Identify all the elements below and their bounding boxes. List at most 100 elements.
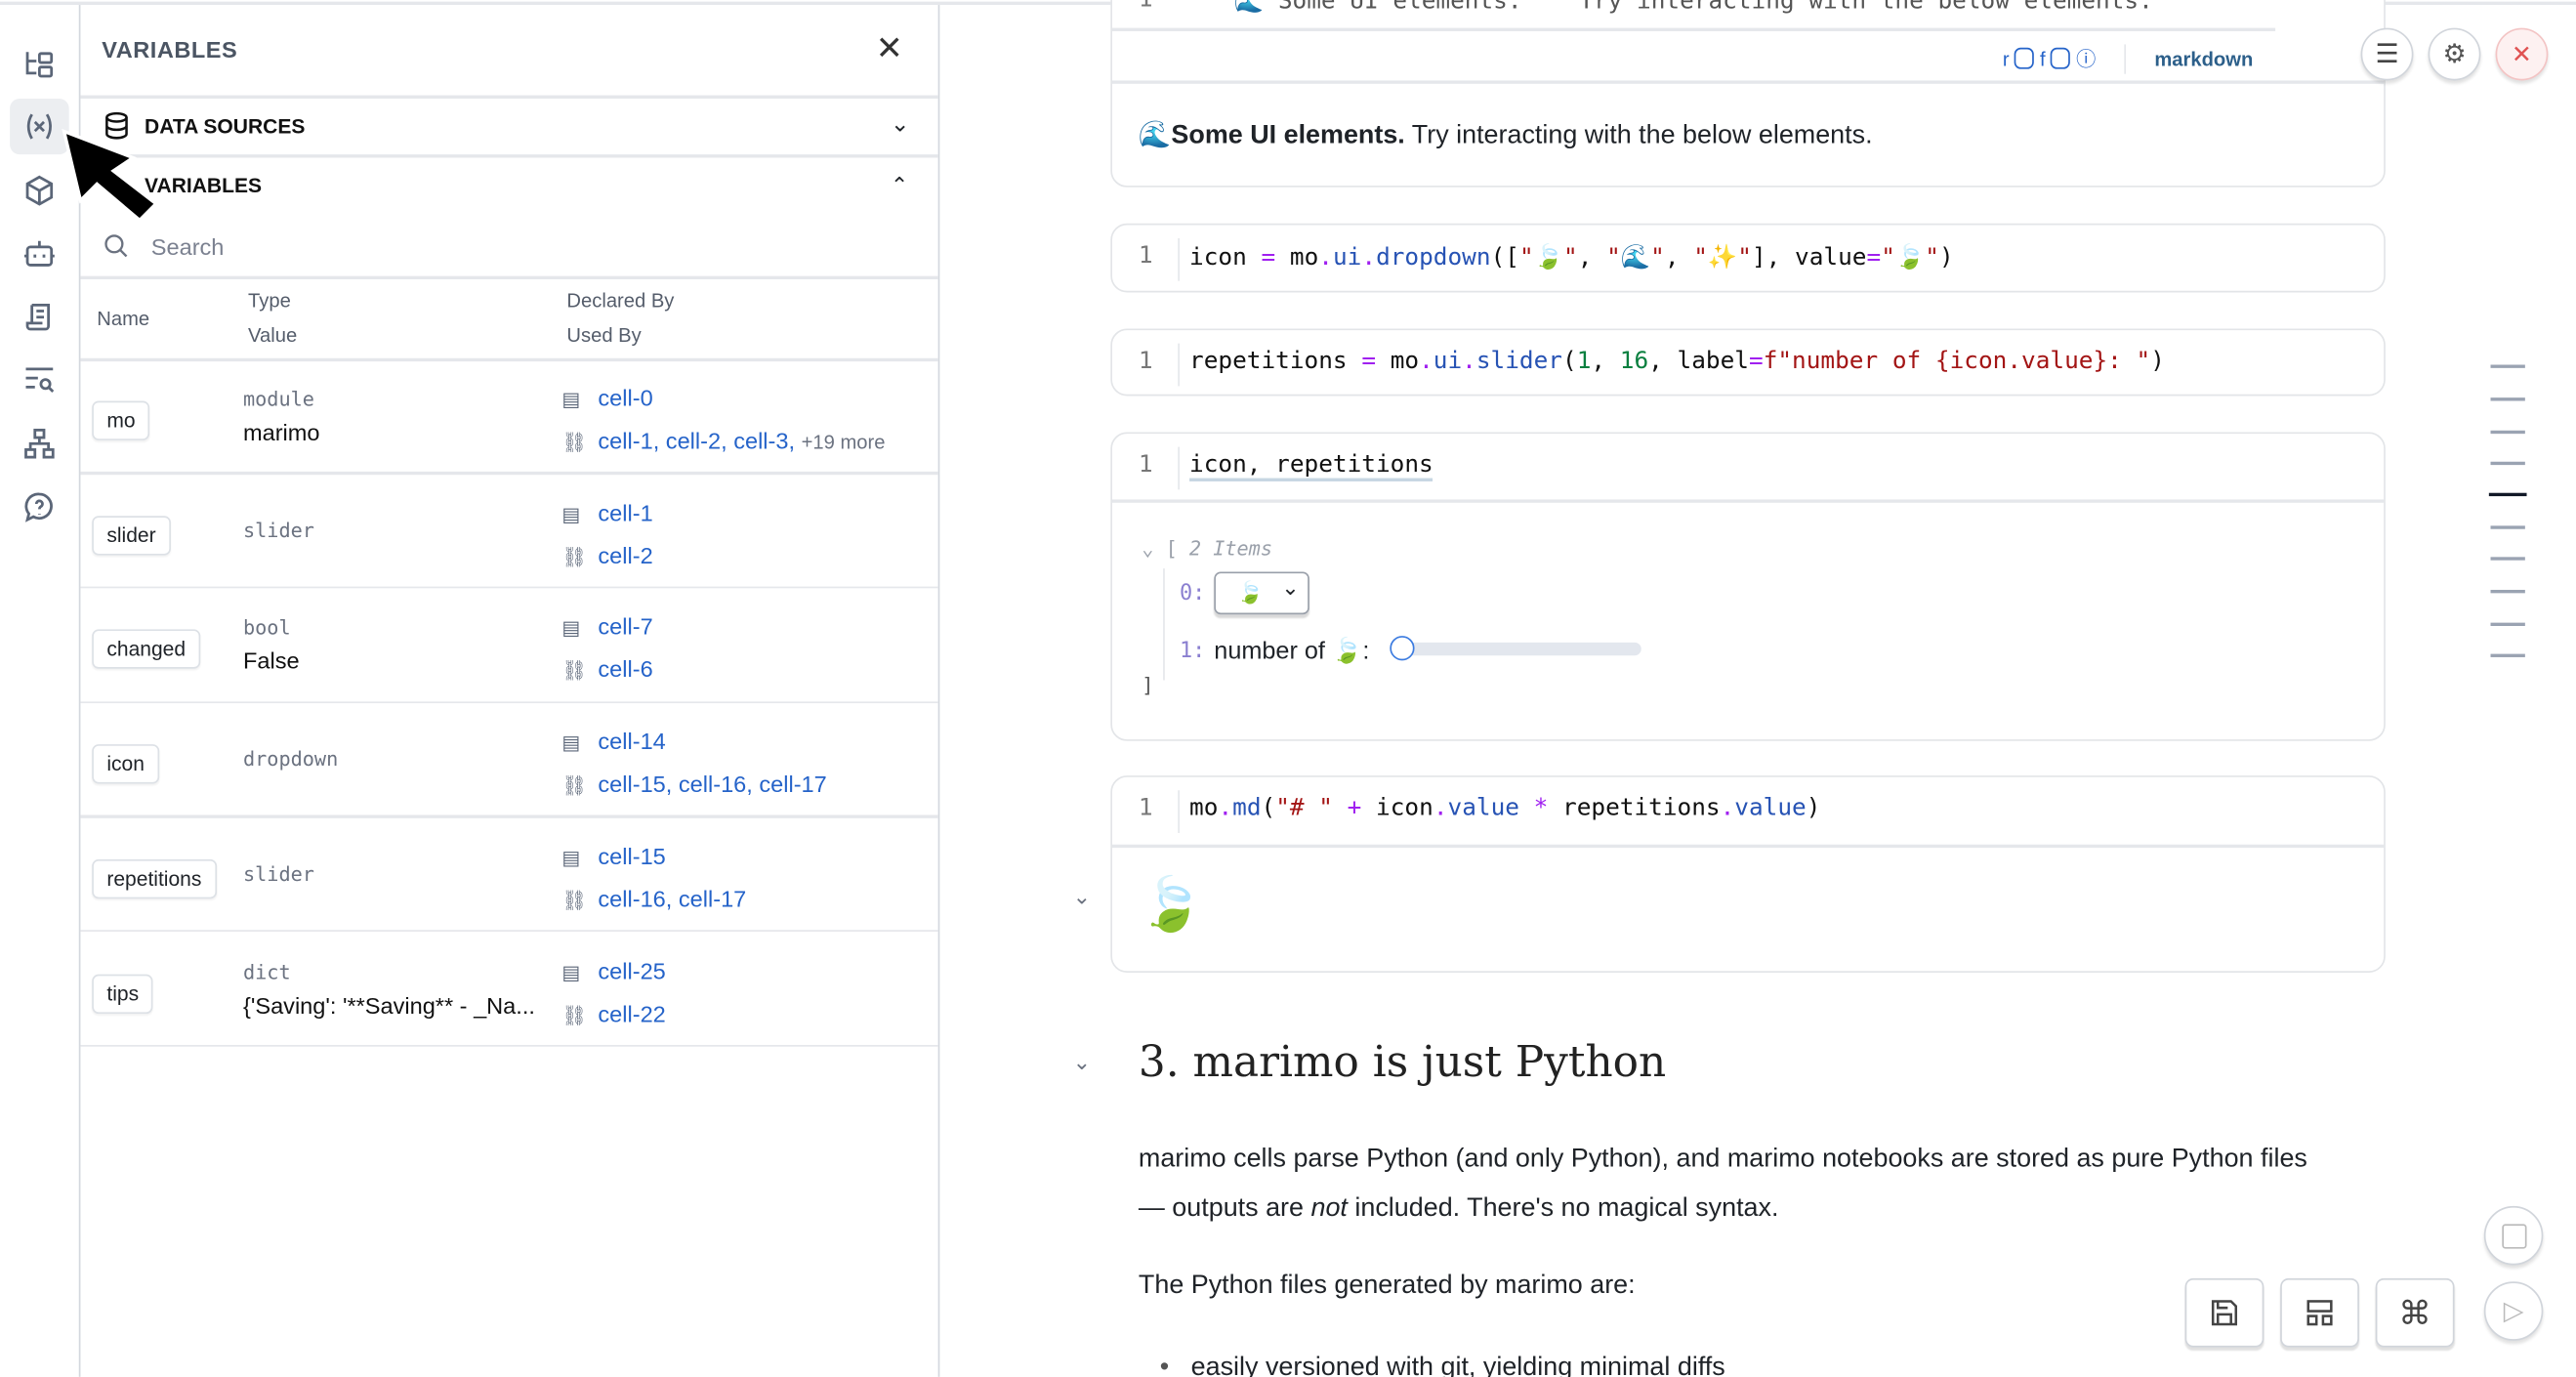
language-selector[interactable]: markdown <box>2154 47 2254 71</box>
cell-output: 🌊Some UI elements. Try interacting with … <box>1139 118 1873 151</box>
toggle-icon[interactable] <box>2015 47 2035 69</box>
collapse-chevron-icon[interactable]: ⌄ <box>1072 884 1091 909</box>
used-by: ⛓cell-22 <box>561 1000 665 1026</box>
variable-name-chip[interactable]: tips <box>92 973 154 1014</box>
code-line[interactable]: repetitions = mo.ui.slider(1, 16, label=… <box>1189 349 2165 375</box>
scroll-icon[interactable] <box>10 289 69 345</box>
minimap-marker[interactable] <box>2490 557 2525 561</box>
variable-name-chip[interactable]: changed <box>92 630 201 670</box>
search-input[interactable]: Search <box>80 219 937 274</box>
used-by: ⛓cell-15, cell-16, cell-17 <box>561 771 827 798</box>
cell-link[interactable]: cell-14 <box>598 728 666 755</box>
variable-row[interactable]: repetitions slider ▤ cell-15 ⛓cell-16, cell-… <box>80 817 938 933</box>
slider-thumb[interactable] <box>1390 636 1415 661</box>
icon-dropdown[interactable]: 🍃 ⌄ <box>1214 571 1309 615</box>
cell-link[interactable]: cell-15 <box>598 842 666 869</box>
cell-link[interactable]: cell-16 <box>598 885 666 912</box>
cell-link[interactable]: cell-22 <box>598 999 666 1026</box>
cell-link[interactable]: cell-17 <box>759 771 827 798</box>
tree-header[interactable]: ⌄ [ 2 Items <box>1142 537 1272 561</box>
code-cell-dropdown[interactable]: 1 icon = mo.ui.dropdown(["🍃", "🌊", "✨"],… <box>1110 223 2386 293</box>
variable-type: slider <box>242 861 314 886</box>
data-sources-section[interactable]: DATA SOURCES ⌄ <box>80 97 937 154</box>
toolbar-r[interactable]: r <box>2002 47 2010 71</box>
dependency-graph-icon[interactable] <box>10 416 69 472</box>
variable-name-chip[interactable]: repetitions <box>92 858 217 898</box>
code-line[interactable]: icon = mo.ui.dropdown(["🍃", "🌊", "✨"], v… <box>1189 243 1954 271</box>
code-line[interactable]: mo.md("# " + icon.value * repetitions.va… <box>1189 795 1820 821</box>
minimap-marker[interactable] <box>2490 430 2525 435</box>
repetitions-slider[interactable] <box>1390 636 1641 661</box>
minimap-marker[interactable] <box>2490 525 2525 529</box>
menu-button[interactable]: ☰ <box>2360 27 2414 81</box>
cell-link[interactable]: cell-15 <box>598 771 666 798</box>
code-line[interactable]: icon, repetitions <box>1189 451 1433 481</box>
code-cell-slider[interactable]: 1 repetitions = mo.ui.slider(1, 16, labe… <box>1110 328 2386 396</box>
cell-link[interactable]: cell-6 <box>598 655 653 683</box>
minimap-marker-active[interactable] <box>2488 492 2527 497</box>
cell-link[interactable]: cell-3 <box>733 427 789 454</box>
more-link[interactable]: +19 more <box>801 430 886 454</box>
toggle-icon[interactable] <box>2051 47 2071 69</box>
minimap-marker[interactable] <box>2490 622 2525 626</box>
code-cell-output-tree[interactable]: 1 icon, repetitions ⌄ [ 2 Items 0: 🍃 ⌄ 1… <box>1110 432 2386 741</box>
leaf-emoji-output: 🍃 <box>1138 874 1204 934</box>
cell-link[interactable]: cell-7 <box>598 613 653 641</box>
cell-link[interactable]: cell-2 <box>598 541 653 568</box>
column-type[interactable]: Type <box>248 289 291 313</box>
shutdown-button[interactable]: ✕ <box>2495 27 2549 81</box>
search-list-icon[interactable] <box>10 352 69 407</box>
column-declared-by[interactable]: Declared By <box>566 289 675 313</box>
package-icon[interactable] <box>10 163 69 219</box>
chevron-up-icon: ⌃ <box>890 172 909 197</box>
variable-name-chip[interactable]: mo <box>92 400 150 440</box>
cell-link[interactable]: cell-16 <box>678 771 747 798</box>
collapse-chevron-icon[interactable]: ⌄ <box>1072 1050 1091 1075</box>
variables-icon[interactable] <box>10 98 69 155</box>
output-bold: Some UI elements. <box>1171 121 1405 150</box>
toolbar-f[interactable]: f <box>2040 47 2046 71</box>
settings-button[interactable]: ⚙ <box>2428 27 2481 81</box>
variable-name-chip[interactable]: slider <box>92 515 171 556</box>
cell-link[interactable]: cell-0 <box>598 384 653 411</box>
minimap-marker[interactable] <box>2490 589 2525 594</box>
minimap-marker[interactable] <box>2490 397 2525 401</box>
variables-label: VARIABLES <box>145 174 263 197</box>
run-button[interactable]: ▷ <box>2483 1281 2544 1341</box>
markdown-cell[interactable]: 1 """🌊 Some UI elements.""" Try interact… <box>1110 0 2386 188</box>
minimap-marker[interactable] <box>2490 653 2525 657</box>
robot-icon[interactable] <box>10 225 69 280</box>
save-button[interactable] <box>2184 1277 2264 1348</box>
help-icon[interactable] <box>10 480 69 535</box>
info-icon[interactable]: ⓘ <box>2076 47 2097 71</box>
line-number: 1 <box>1138 795 1153 822</box>
column-name[interactable]: Name <box>97 307 150 331</box>
command-palette-button[interactable]: ⌘ <box>2375 1277 2455 1348</box>
cell-editor[interactable]: 1 """🌊 Some UI elements.""" Try interact… <box>1111 0 2276 31</box>
cell-link[interactable]: cell-1 <box>598 498 653 525</box>
code-cell-markdown-output[interactable]: 1 mo.md("# " + icon.value * repetitions.… <box>1110 775 2386 973</box>
item-index: 0: <box>1179 581 1206 606</box>
close-panel-icon[interactable]: ✕ <box>875 30 903 67</box>
minimap-marker[interactable] <box>2490 461 2525 466</box>
cell-link[interactable]: cell-1 <box>598 427 653 454</box>
minimap-marker[interactable] <box>2490 364 2525 368</box>
file-tree-icon[interactable] <box>10 36 69 92</box>
cell-link[interactable]: cell-2 <box>665 427 722 454</box>
settings-icon: ⚙ <box>2442 41 2467 69</box>
cell-link[interactable]: cell-25 <box>598 956 666 983</box>
cell-icon: ▤ <box>561 846 581 869</box>
interrupt-button[interactable] <box>2483 1205 2544 1266</box>
search-placeholder: Search <box>150 232 225 260</box>
used-by: ⛓cell-16, cell-17 <box>561 885 747 912</box>
variable-name-chip[interactable]: icon <box>92 744 160 784</box>
layout-button[interactable] <box>2280 1277 2359 1348</box>
variables-section[interactable]: VARIABLES ⌃ <box>80 156 937 214</box>
cell-link[interactable]: cell-17 <box>678 885 747 912</box>
variable-type: bool <box>242 616 291 641</box>
